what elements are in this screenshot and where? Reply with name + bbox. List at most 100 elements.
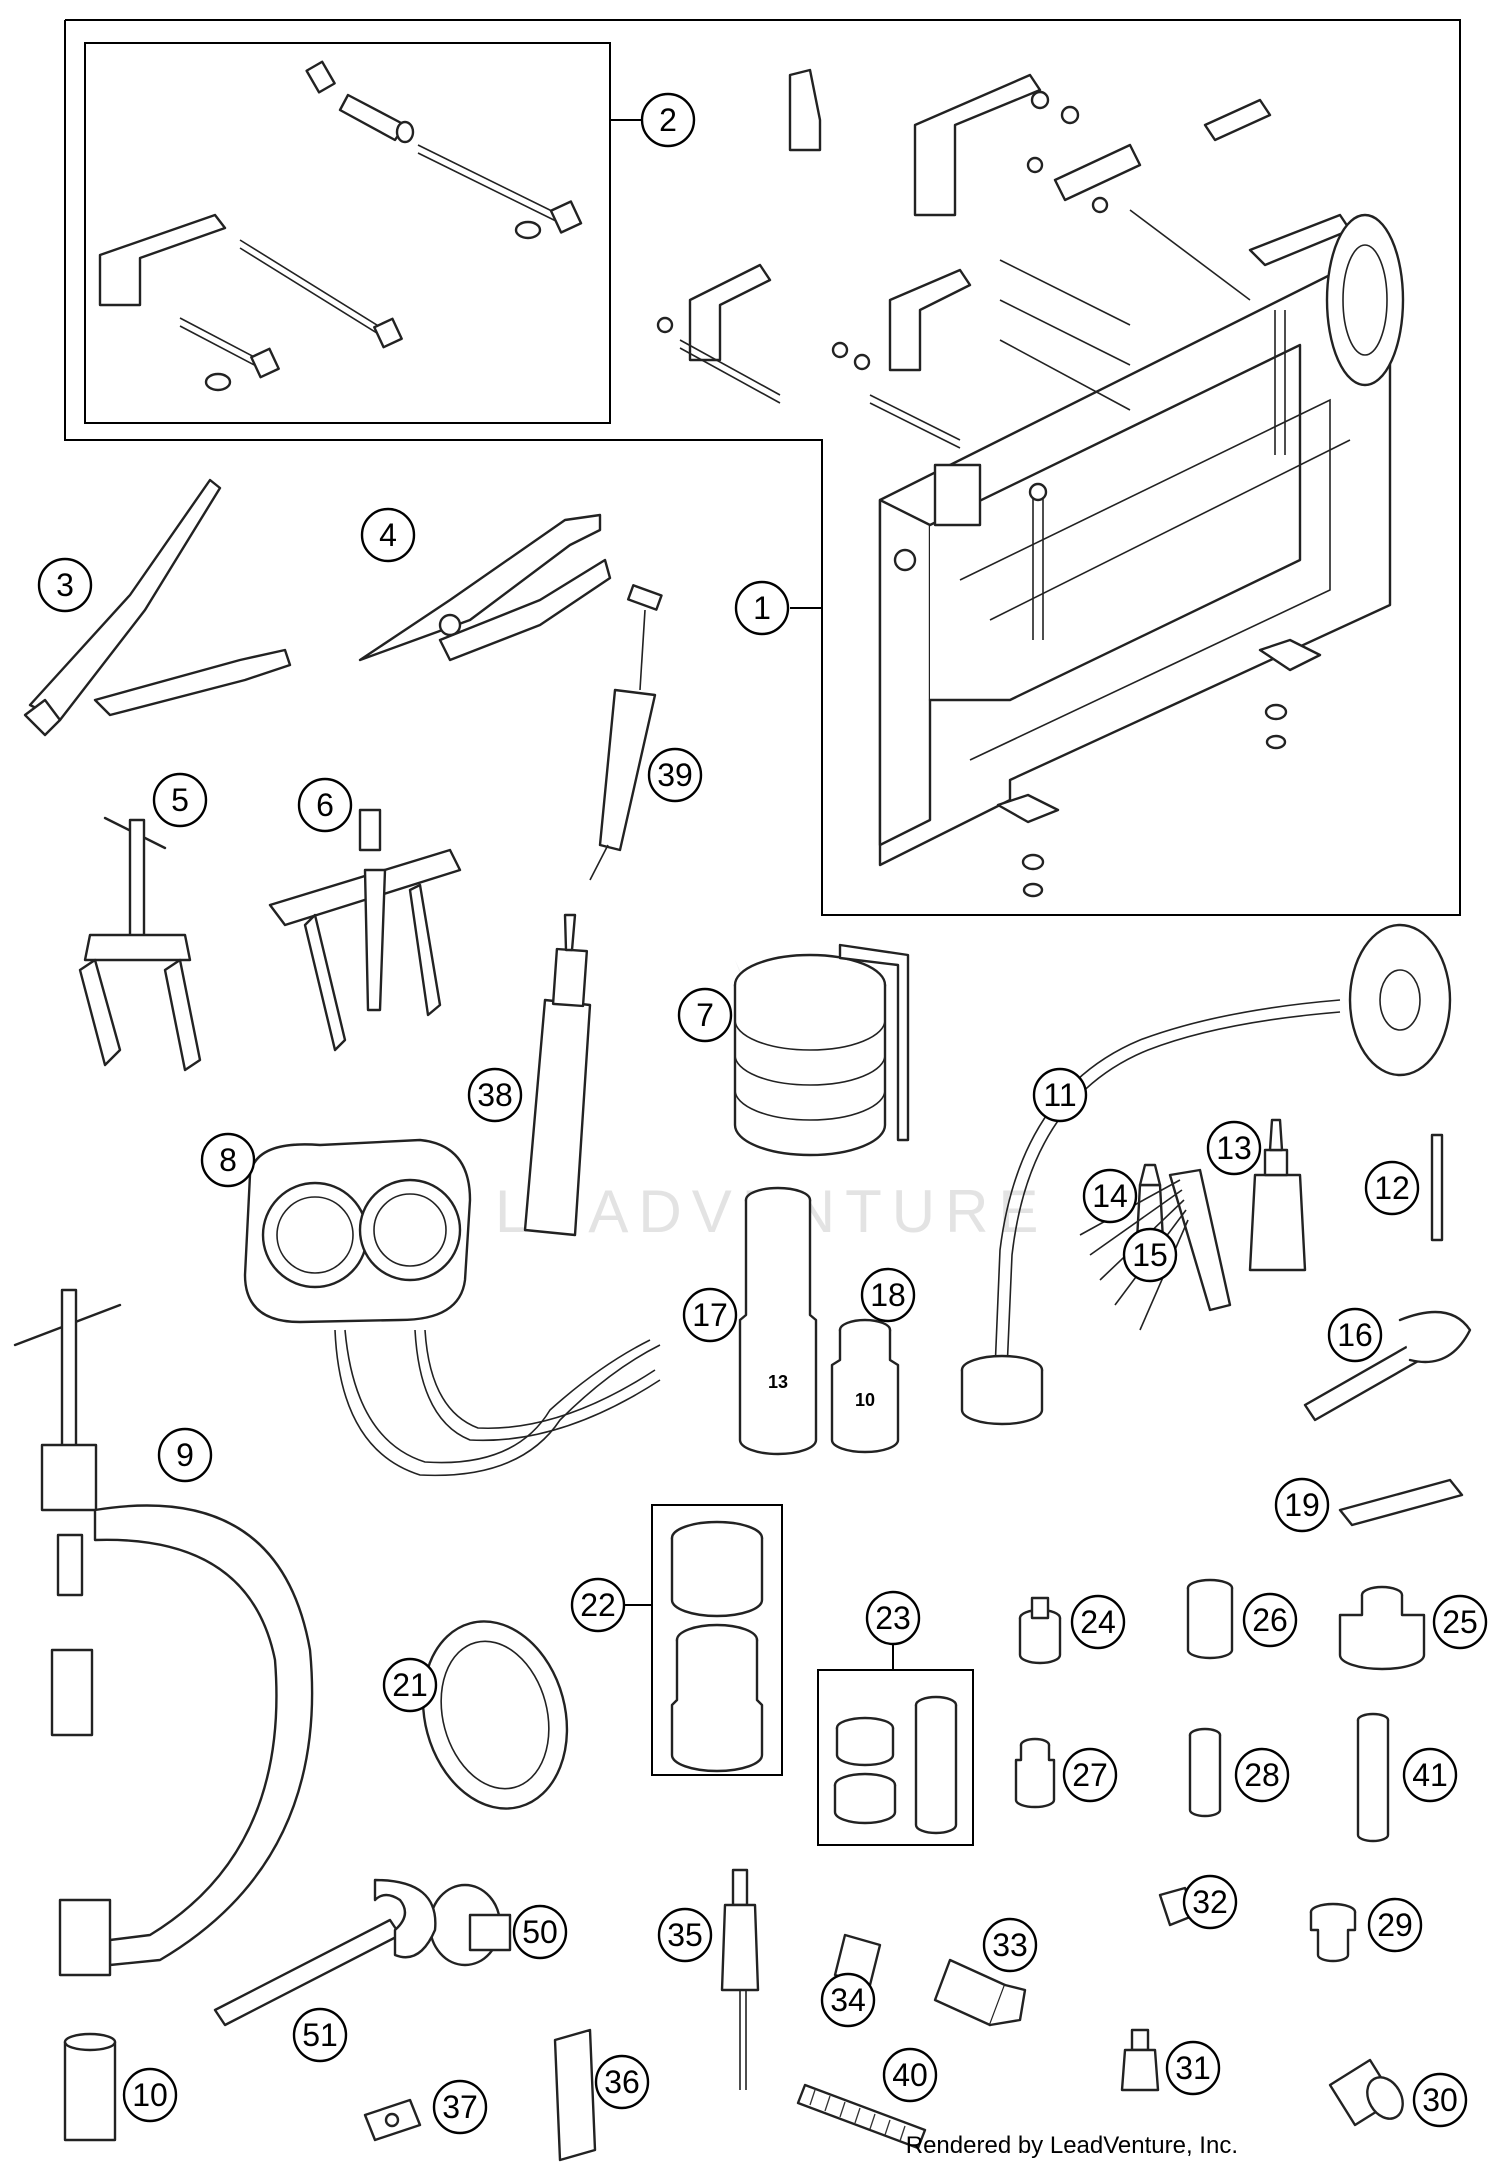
callout-32: 32	[1182, 1874, 1238, 1930]
part-16-pin-spanner	[1303, 1310, 1472, 1422]
svg-text:5: 5	[171, 782, 189, 818]
part-7-ring-compressor	[733, 943, 910, 1157]
svg-text:21: 21	[392, 1667, 428, 1703]
callout-50: 50	[512, 1904, 568, 1960]
svg-text:16: 16	[1337, 1317, 1373, 1353]
part-29-adapter	[1309, 1902, 1357, 1963]
part-31-fitting	[1120, 2028, 1160, 2092]
socket-18-size: 10	[855, 1390, 875, 1410]
callout-36: 36	[594, 2054, 650, 2110]
render-credit: Rendered by LeadVenture, Inc.	[905, 2132, 1238, 2159]
part-12-pin	[1430, 1133, 1444, 1242]
part-22-bushing-set	[651, 1504, 783, 1776]
svg-text:4: 4	[379, 517, 397, 553]
svg-text:24: 24	[1080, 1604, 1116, 1640]
callout-40: 40	[882, 2047, 938, 2103]
callout-25: 25	[1432, 1594, 1488, 1650]
svg-text:1: 1	[753, 590, 771, 626]
callout-3: 3	[37, 557, 93, 613]
part-18-socket: 10	[830, 1318, 900, 1454]
svg-text:27: 27	[1072, 1757, 1108, 1793]
svg-text:38: 38	[477, 1077, 513, 1113]
svg-text:2: 2	[659, 102, 677, 138]
callout-26: 26	[1242, 1592, 1298, 1648]
callout-51: 51	[292, 2007, 348, 2063]
svg-text:8: 8	[219, 1142, 237, 1178]
callout-41: 41	[1402, 1747, 1458, 1803]
part-27-drift	[1014, 1737, 1056, 1809]
callout-29: 29	[1367, 1897, 1423, 1953]
callout-34: 34	[820, 1972, 876, 2028]
svg-text:29: 29	[1377, 1907, 1413, 1943]
part-35-tester	[720, 1868, 760, 2090]
callout-5: 5	[152, 772, 208, 828]
svg-text:28: 28	[1244, 1757, 1280, 1793]
svg-text:37: 37	[442, 2089, 478, 2125]
svg-text:41: 41	[1412, 1757, 1448, 1793]
part-3-pliers	[23, 478, 292, 737]
svg-text:17: 17	[692, 1297, 728, 1333]
svg-text:40: 40	[892, 2057, 928, 2093]
svg-text:34: 34	[830, 1982, 866, 2018]
svg-text:25: 25	[1442, 1604, 1478, 1640]
part-25-drift	[1338, 1585, 1426, 1671]
part-33-adapter	[933, 1958, 1027, 2027]
part-10-tool	[63, 2032, 117, 2142]
part-36-gauge	[553, 2028, 597, 2162]
callout-28: 28	[1234, 1747, 1290, 1803]
part-30-adapter	[1328, 2058, 1404, 2127]
part-4-clamp-pliers	[358, 513, 612, 662]
part-13-bottle	[1248, 1118, 1307, 1272]
callout-31: 31	[1165, 2040, 1221, 2096]
svg-text:22: 22	[580, 1587, 616, 1623]
part-21-holding-tool	[421, 1620, 569, 1810]
part-38-tube	[523, 913, 592, 1237]
svg-text:19: 19	[1284, 1487, 1320, 1523]
part-50-tool	[428, 1883, 512, 1967]
part-1-engine-stand	[656, 68, 1405, 898]
svg-text:3: 3	[56, 567, 74, 603]
part-26-drift	[1186, 1578, 1234, 1660]
callout-2: 2	[640, 92, 696, 148]
callout-11: 11	[1032, 1067, 1088, 1123]
callout-21: 21	[382, 1657, 438, 1713]
callout-39: 39	[647, 747, 703, 803]
part-19-strip	[1338, 1478, 1464, 1527]
callout-17: 17	[682, 1287, 738, 1343]
part-6-puller	[268, 808, 462, 1052]
part-5-puller	[78, 816, 202, 1072]
callout-19: 19	[1274, 1477, 1330, 1533]
part-17-socket: 13	[738, 1186, 818, 1456]
part-23-bearing-set	[817, 1669, 974, 1846]
svg-text:6: 6	[316, 787, 334, 823]
frame-assembly-boundary	[64, 19, 1461, 916]
socket-17-size: 13	[768, 1372, 788, 1392]
part-28-drift	[1188, 1727, 1222, 1818]
svg-text:31: 31	[1175, 2050, 1211, 2086]
callout-24: 24	[1070, 1594, 1126, 1650]
callout-9: 9	[157, 1427, 213, 1483]
callout-4: 4	[360, 507, 416, 563]
callout-33: 33	[982, 1917, 1038, 1973]
part-24-drift	[1018, 1596, 1062, 1665]
svg-text:39: 39	[657, 757, 693, 793]
svg-text:33: 33	[992, 1927, 1028, 1963]
callout-8: 8	[200, 1132, 256, 1188]
callout-16: 16	[1327, 1307, 1383, 1363]
svg-text:30: 30	[1422, 2082, 1458, 2118]
callout-10: 10	[122, 2067, 178, 2123]
svg-text:12: 12	[1374, 1170, 1410, 1206]
svg-text:10: 10	[132, 2077, 168, 2113]
callout-6: 6	[297, 777, 353, 833]
part-40-spring	[796, 2083, 927, 2150]
callout-38: 38	[467, 1067, 523, 1123]
svg-text:13: 13	[1216, 1130, 1252, 1166]
part-9-valve-spring-compressor	[13, 1288, 314, 1977]
callout-30: 30	[1412, 2072, 1468, 2128]
callout-7: 7	[677, 987, 733, 1043]
svg-text:18: 18	[870, 1277, 906, 1313]
svg-text:35: 35	[667, 1917, 703, 1953]
leader-lines	[610, 119, 894, 1670]
part-41-drift	[1356, 1712, 1390, 1843]
